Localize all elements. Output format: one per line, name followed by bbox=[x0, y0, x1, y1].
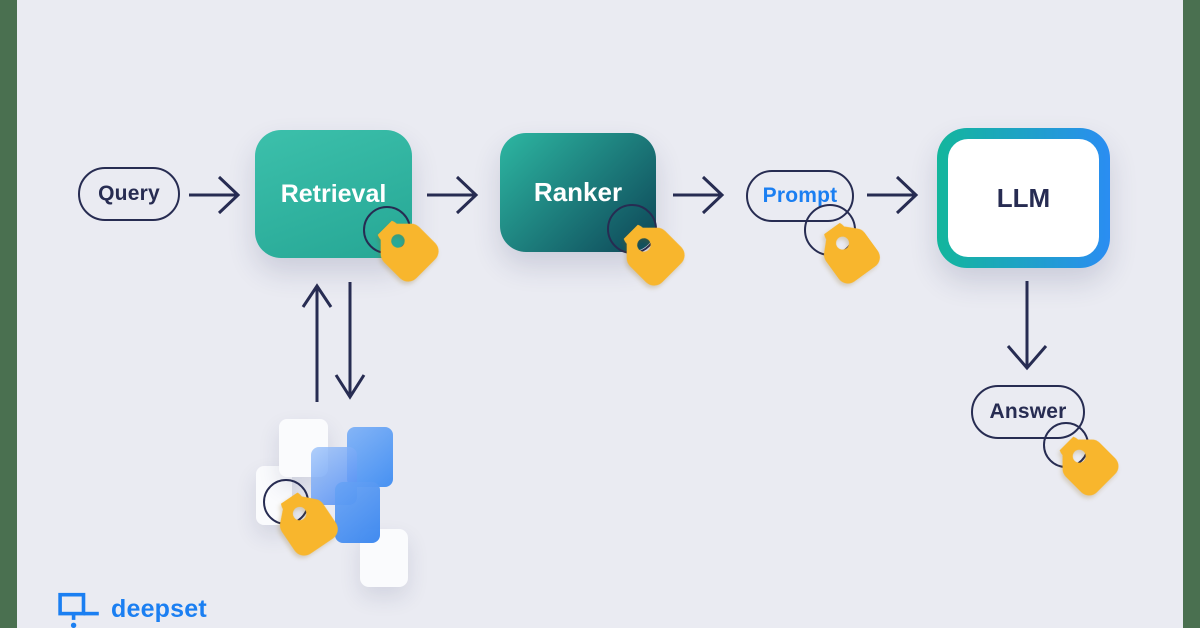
node-retrieval-label: Retrieval bbox=[280, 179, 387, 208]
node-llm: LLM bbox=[937, 128, 1110, 268]
node-llm-label: LLM bbox=[996, 182, 1051, 213]
tag-icon bbox=[612, 213, 693, 294]
arrow-right-icon bbox=[867, 175, 919, 215]
deepset-logo-text: deepset bbox=[111, 595, 207, 623]
tag-icon bbox=[366, 209, 447, 290]
document-card bbox=[335, 482, 380, 543]
arrow-right-icon bbox=[427, 175, 479, 215]
left-edge-strip bbox=[0, 0, 17, 628]
tag-icon bbox=[267, 483, 345, 563]
arrow-up-down-icon bbox=[301, 282, 366, 402]
node-llm-inner: LLM bbox=[948, 139, 1099, 257]
arrow-down-icon bbox=[1006, 281, 1048, 371]
node-query: Query bbox=[78, 167, 180, 221]
arrow-right-icon bbox=[673, 175, 725, 215]
node-answer: Answer bbox=[971, 385, 1085, 439]
node-answer-label: Answer bbox=[989, 400, 1067, 423]
node-query-label: Query bbox=[98, 182, 160, 205]
tag-icon bbox=[1048, 425, 1126, 503]
node-ranker-label: Ranker bbox=[533, 177, 623, 207]
deepset-logo-icon bbox=[58, 592, 99, 628]
tag-icon bbox=[811, 213, 887, 290]
node-prompt-label: Prompt bbox=[762, 184, 838, 207]
arrow-right-icon bbox=[189, 175, 241, 215]
deepset-logo: deepset bbox=[55, 592, 207, 628]
node-prompt: Prompt bbox=[746, 170, 854, 222]
right-edge-strip bbox=[1183, 0, 1200, 628]
node-ranker: Ranker bbox=[500, 133, 656, 252]
